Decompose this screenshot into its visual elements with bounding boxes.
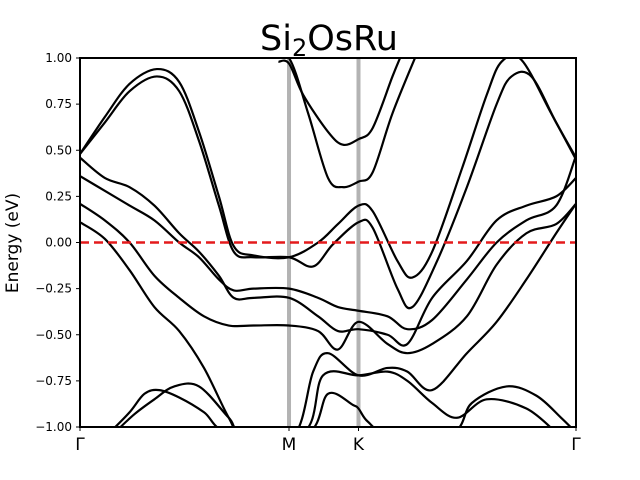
- kpoint-label: Γ: [75, 435, 85, 455]
- kpoint-label: M: [282, 435, 297, 455]
- y-axis-ticks: −1.00 −0.75 −0.50 −0.25 0.00 0.25 0.50 0.75 1.00: [35, 51, 80, 434]
- band-line-7: [118, 382, 573, 427]
- y-tick-label: 0.50: [45, 143, 72, 157]
- y-tick-label: 1.00: [45, 51, 72, 65]
- kpoint-label: K: [353, 435, 365, 455]
- high-symmetry-lines: [287, 58, 361, 427]
- band-line-6: [113, 370, 552, 427]
- y-tick-label: 0.00: [45, 236, 72, 250]
- band-line-3: [80, 155, 576, 331]
- band-line-8: [278, 58, 402, 147]
- chart-title: Si2OsRu: [260, 19, 398, 62]
- kpoint-label: Γ: [571, 435, 581, 455]
- y-axis-label: Energy (eV): [3, 193, 23, 293]
- y-tick-label: −0.50: [35, 328, 72, 342]
- band-line-0: [80, 70, 576, 310]
- band-line-1: [80, 58, 576, 279]
- band-line-2: [80, 156, 576, 347]
- band-line-9: [287, 58, 417, 189]
- y-tick-label: 0.75: [45, 97, 72, 111]
- y-tick-label: −1.00: [35, 420, 72, 434]
- y-tick-label: −0.75: [35, 374, 72, 388]
- band-line-4: [80, 202, 576, 355]
- band-line-5: [80, 203, 576, 427]
- y-tick-label: 0.25: [45, 189, 72, 203]
- y-tick-label: −0.25: [35, 282, 72, 296]
- band-lines: [80, 58, 576, 427]
